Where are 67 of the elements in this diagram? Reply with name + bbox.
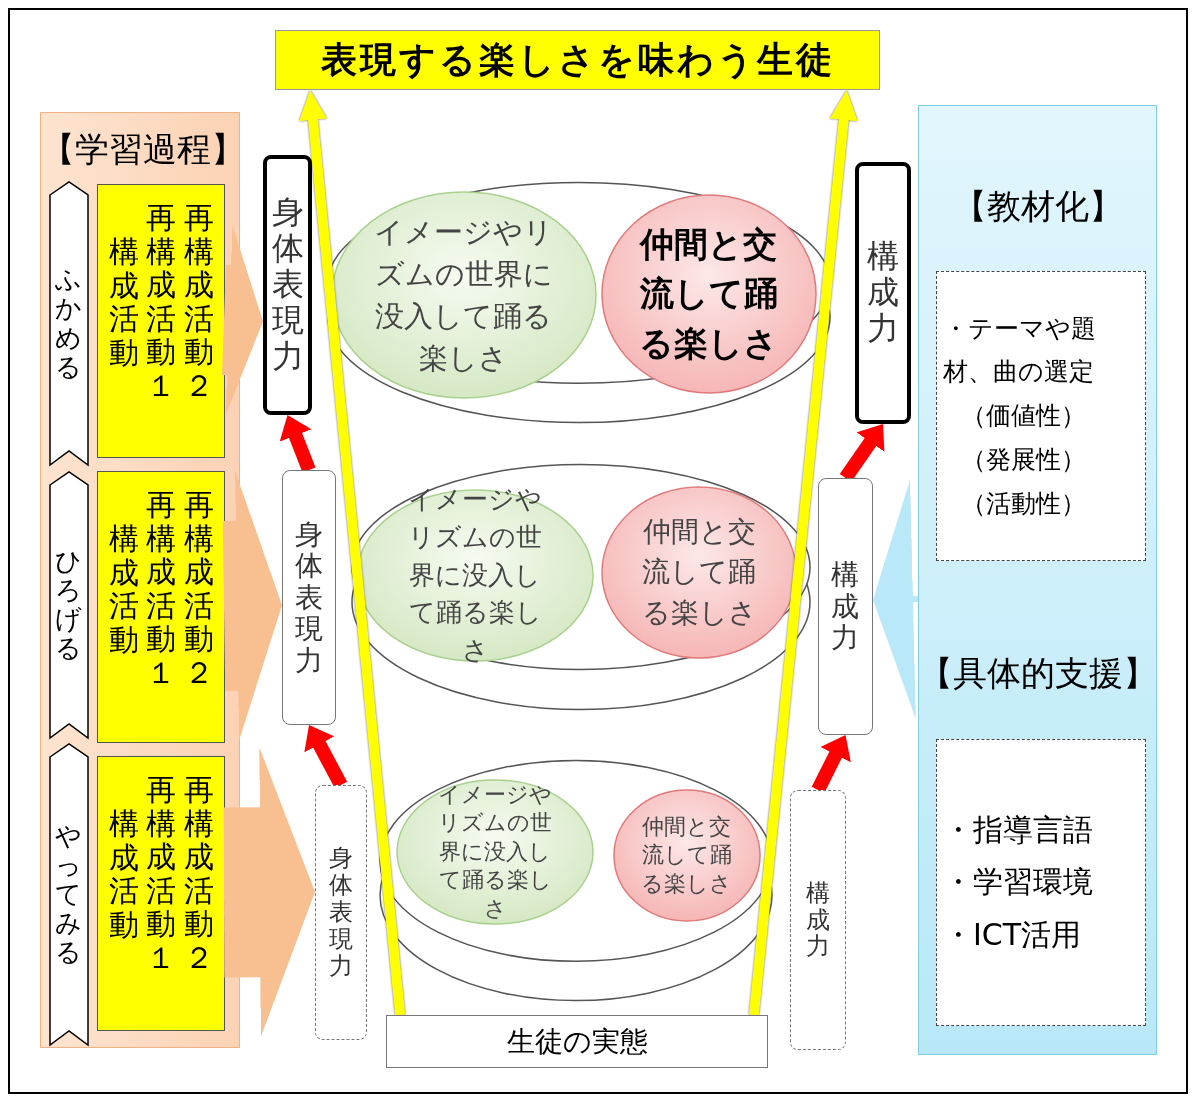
- skill-box: [790, 790, 846, 1050]
- skill-box: [855, 162, 911, 424]
- skill-label: 身体表現力: [270, 195, 305, 375]
- chevron-banner: [49, 181, 89, 466]
- skill-box: [282, 470, 336, 725]
- arrow: [222, 225, 265, 416]
- ellipse-bubble: [612, 788, 762, 923]
- skill-label: 構成力: [805, 879, 831, 961]
- goal-text: 表現する楽しさを味わう生徒: [320, 37, 835, 82]
- bubble-text: 仲間と交流して踊る楽しさ: [640, 513, 758, 631]
- support-panel: [918, 105, 1157, 1055]
- activity-box: [97, 184, 225, 458]
- stage-label: ふかめる: [55, 265, 83, 382]
- process-panel: [40, 112, 240, 1048]
- ellipse-bubble: [395, 778, 595, 926]
- ellipse-bubble: [600, 193, 818, 395]
- list-item: ・ICT活用: [943, 915, 1083, 954]
- dish-ellipse: [326, 180, 832, 425]
- bubble-text: イメージやリズムの世界に没入して踊る楽しさ: [437, 780, 553, 923]
- vertical-label: 構成活動: [107, 522, 140, 657]
- bubble-text: イメージやリズムの世界に没入して踊る楽しさ: [374, 213, 554, 378]
- dish-ellipse: [378, 758, 774, 1003]
- skill-label: 身体表現力: [328, 845, 354, 980]
- arrow: [872, 479, 919, 720]
- vertical-label: 再構成活動２: [182, 773, 215, 975]
- vertical-label: 再構成活動１: [145, 773, 177, 975]
- panel-heading: 【学習過程】: [41, 128, 239, 171]
- goal-banner: [275, 30, 880, 90]
- ellipse-bubble: [600, 485, 798, 660]
- vertical-label: 構成活動: [107, 807, 140, 942]
- skill-box: [315, 785, 367, 1040]
- list-item: （価値性）: [960, 400, 1087, 433]
- skill-label: 構成力: [866, 239, 900, 347]
- skill-box: [818, 478, 873, 735]
- skill-box: [263, 155, 312, 415]
- arrow: [748, 89, 858, 1016]
- activity-box: [97, 471, 225, 743]
- list-item: ・学習環境: [943, 863, 1094, 902]
- arrow: [299, 89, 406, 1016]
- vertical-label: 再構成活動１: [145, 488, 177, 690]
- arrow: [223, 747, 316, 1038]
- list-item: ・指導言語: [943, 810, 1094, 849]
- vertical-label: 再構成活動２: [182, 201, 215, 403]
- list-item: （活動性）: [960, 487, 1087, 520]
- base-box: [386, 1015, 768, 1068]
- bubble-text: 仲間と交流して踊る楽しさ: [638, 223, 780, 365]
- panel-heading: 【具体的支援】: [919, 652, 1156, 695]
- list-item: ・テーマや題材、曲の選定: [943, 312, 1097, 389]
- base-label: 生徒の実態: [506, 1023, 648, 1060]
- stage-label: やってみる: [55, 821, 83, 968]
- stage-label: ひろげる: [55, 546, 83, 664]
- vertical-label: 構成活動: [107, 235, 140, 370]
- ellipse-bubble: [330, 190, 598, 400]
- chevron-banner: [49, 471, 89, 739]
- chevron-banner: [49, 743, 89, 1046]
- activity-box: [97, 756, 225, 1031]
- list-item: （発展性）: [960, 443, 1087, 476]
- bubble-text: 仲間と交流して踊る楽しさ: [640, 812, 734, 898]
- skill-label: 身体表現力: [294, 519, 324, 676]
- dish-ellipse: [350, 462, 812, 712]
- list-box: [936, 271, 1146, 561]
- skill-label: 構成力: [830, 559, 861, 654]
- panel-heading: 【教材化】: [951, 185, 1124, 228]
- list-box: [936, 739, 1146, 1026]
- bubble-text: イメージやリズムの世界に没入して踊る楽しさ: [407, 483, 543, 668]
- vertical-label: 再構成活動２: [182, 488, 215, 690]
- vertical-label: 再構成活動１: [145, 201, 177, 403]
